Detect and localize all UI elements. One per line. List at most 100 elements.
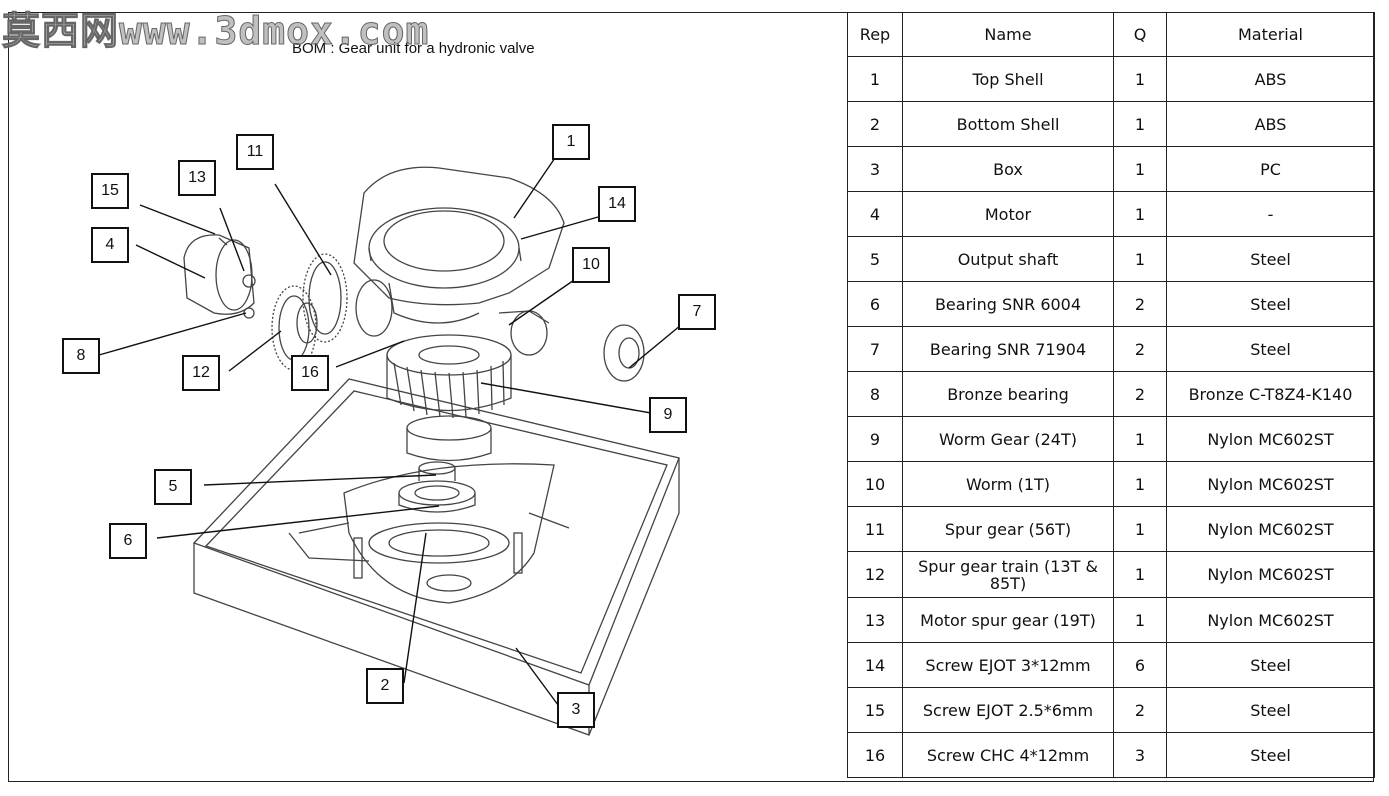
leader-lines [98, 154, 682, 710]
callout-9: 9 [649, 397, 687, 433]
cell-rep: 15 [847, 687, 903, 733]
cell-rep: 7 [847, 326, 903, 372]
callout-8: 8 [62, 338, 100, 374]
callout-12: 12 [182, 355, 220, 391]
cell-q: 6 [1113, 642, 1167, 688]
watermark: 莫西网www.3dmox.com [1, 9, 430, 54]
cell-material: Steel [1166, 687, 1375, 733]
cell-rep: 2 [847, 101, 903, 147]
bottom-shell-part [288, 463, 570, 604]
exploded-view-drawing [98, 154, 682, 736]
cell-q: 2 [1113, 687, 1167, 733]
cell-name: Motor [902, 191, 1114, 237]
cell-rep: 9 [847, 416, 903, 462]
callout-5: 5 [154, 469, 192, 505]
cell-name: Bearing SNR 71904 [902, 326, 1114, 372]
cell-rep: 14 [847, 642, 903, 688]
callout-6: 6 [109, 523, 147, 559]
cell-rep: 10 [847, 461, 903, 507]
bearing-6004-part [398, 480, 476, 513]
cell-rep: 13 [847, 597, 903, 643]
cell-name: Bearing SNR 6004 [902, 281, 1114, 327]
table-header-row: Rep Name Q Material [847, 12, 1375, 57]
cell-q: 1 [1113, 236, 1167, 282]
cell-q: 1 [1113, 146, 1167, 192]
cell-q: 1 [1113, 461, 1167, 507]
cell-name: Output shaft [902, 236, 1114, 282]
cell-name: Screw CHC 4*12mm [902, 732, 1114, 778]
cell-q: 1 [1113, 101, 1167, 147]
cell-name: Worm (1T) [902, 461, 1114, 507]
header-rep: Rep [847, 12, 903, 57]
top-shell-part [353, 166, 565, 356]
cell-material: ABS [1166, 56, 1375, 102]
callout-15: 15 [91, 173, 129, 209]
callout-4: 4 [91, 227, 129, 263]
cell-q: 2 [1113, 371, 1167, 417]
cell-name: Worm Gear (24T) [902, 416, 1114, 462]
callout-10: 10 [572, 247, 610, 283]
cell-name: Box [902, 146, 1114, 192]
cell-material: Nylon MC602ST [1166, 551, 1375, 598]
cell-rep: 6 [847, 281, 903, 327]
cell-name: Bronze bearing [902, 371, 1114, 417]
cell-material: Steel [1166, 236, 1375, 282]
callout-16: 16 [291, 355, 329, 391]
box-part [192, 378, 680, 736]
cell-material: PC [1166, 146, 1375, 192]
cell-material: Nylon MC602ST [1166, 506, 1375, 552]
cell-rep: 12 [847, 551, 903, 598]
exploded-view-diagram: BOM : Gear unit for a hydronic valve 1 2… [9, 13, 847, 781]
cell-q: 1 [1113, 416, 1167, 462]
header-material: Material [1166, 12, 1375, 57]
callout-2: 2 [366, 668, 404, 704]
cell-material: Nylon MC602ST [1166, 416, 1375, 462]
cell-name: Screw EJOT 3*12mm [902, 642, 1114, 688]
cell-material: ABS [1166, 101, 1375, 147]
callout-14: 14 [598, 186, 636, 222]
callout-1: 1 [552, 124, 590, 160]
cell-rep: 1 [847, 56, 903, 102]
callout-11: 11 [236, 134, 274, 170]
cell-q: 3 [1113, 732, 1167, 778]
output-shaft-part [418, 461, 456, 481]
bearing-71904-part [603, 324, 645, 382]
header-name: Name [902, 12, 1114, 57]
screws-part [218, 237, 522, 319]
cell-name: Motor spur gear (19T) [902, 597, 1114, 643]
callout-7: 7 [678, 294, 716, 330]
cell-material: Nylon MC602ST [1166, 461, 1375, 507]
header-q: Q [1113, 12, 1167, 57]
cell-q: 1 [1113, 551, 1167, 598]
diagram-title: BOM : Gear unit for a hydronic valve [292, 40, 535, 57]
cell-material: Steel [1166, 326, 1375, 372]
cell-q: 2 [1113, 326, 1167, 372]
cell-name: Screw EJOT 2.5*6mm [902, 687, 1114, 733]
spur-gear-56t-part [302, 253, 348, 343]
cell-material: Nylon MC602ST [1166, 597, 1375, 643]
cell-material: Bronze C-T8Z4-K140 [1166, 371, 1375, 417]
cell-q: 1 [1113, 597, 1167, 643]
cell-rep: 4 [847, 191, 903, 237]
cell-material: Steel [1166, 281, 1375, 327]
cell-name: Bottom Shell [902, 101, 1114, 147]
cell-q: 1 [1113, 191, 1167, 237]
worm-gear-part [386, 334, 512, 462]
cell-material: Steel [1166, 732, 1375, 778]
